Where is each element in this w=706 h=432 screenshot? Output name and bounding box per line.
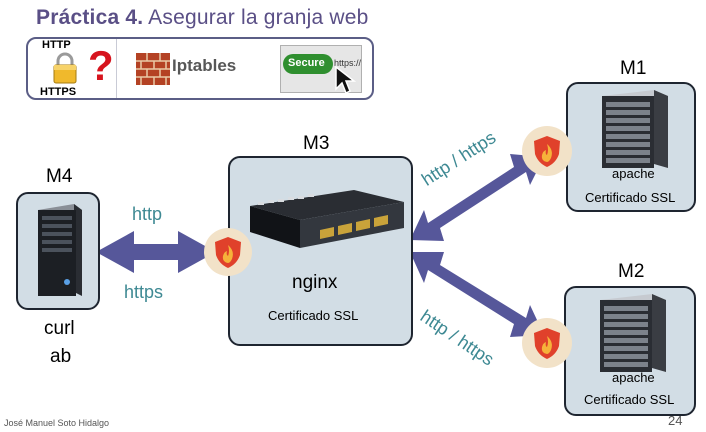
link-label-http: http <box>132 204 163 224</box>
server-rack-icon <box>600 294 666 372</box>
m4-tool-curl: curl <box>44 318 75 339</box>
firewall-shield-icon <box>534 136 560 167</box>
divider <box>116 39 117 98</box>
footer-author: José Manuel Soto Hidalgo <box>4 418 110 428</box>
m2-box: apache Certificado SSL <box>564 286 696 416</box>
m1-box: apache Certificado SSL <box>566 82 696 212</box>
m4-label: M4 <box>46 166 73 187</box>
link-label-https: https <box>124 282 164 302</box>
secure-label: Secure <box>288 57 325 69</box>
padlock-icon <box>53 52 77 84</box>
arrow-m4-m3 <box>96 231 216 273</box>
m2-label: M2 <box>618 261 645 282</box>
firewall-shield-icon <box>215 237 241 268</box>
firewall-m3-bubble <box>204 228 252 276</box>
question-mark: ? <box>88 42 114 89</box>
computer-tower-icon <box>38 204 82 296</box>
m3-box: nginx Certificado SSL <box>228 156 413 346</box>
title-rest: Asegurar la granja web <box>143 6 369 29</box>
m3-service: nginx <box>292 272 338 293</box>
m2-cert: Certificado SSL <box>584 392 675 407</box>
m4-tool-ab: ab <box>50 346 72 367</box>
m3-label: M3 <box>303 133 330 154</box>
iptables-label: Iptables <box>172 56 237 75</box>
m1-label: M1 <box>620 58 647 79</box>
secure-url: https:// <box>334 58 362 68</box>
m1-cert: Certificado SSL <box>585 190 676 205</box>
firewall-m2-bubble <box>522 318 572 368</box>
cursor-icon <box>335 65 357 95</box>
firewall-shield-icon <box>534 328 560 359</box>
firewall-m1-bubble <box>522 126 572 176</box>
firewall-brick-icon <box>136 53 170 85</box>
arrow-m3-m1 <box>410 154 544 241</box>
title-bold: Práctica 4. <box>36 6 144 29</box>
slide-title: Práctica 4. Asegurar la granja web <box>36 6 369 30</box>
security-icons-bar: HTTP HTTPS ? Iptables Secure https:// <box>26 37 374 100</box>
https-label: HTTPS <box>40 86 77 98</box>
m2-service: apache <box>612 370 655 385</box>
network-switch-icon <box>250 190 404 248</box>
server-rack-icon <box>602 90 668 168</box>
m1-service: apache <box>612 166 655 181</box>
secure-pill <box>283 54 333 74</box>
http-label: HTTP <box>42 39 71 51</box>
m3-cert: Certificado SSL <box>268 308 359 323</box>
page-number: 24 <box>668 413 683 428</box>
arrow-m3-m2 <box>410 252 544 337</box>
m4-box <box>16 192 100 310</box>
